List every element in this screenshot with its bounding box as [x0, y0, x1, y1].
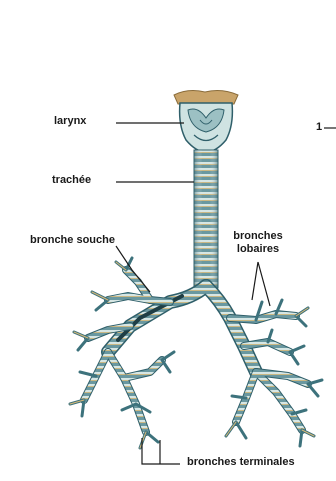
bronchial-branches [70, 258, 322, 448]
leader-lobar-bronchi [252, 262, 270, 306]
label-lobar-bronchi: bronches lobaires [228, 230, 288, 256]
label-side-number: 1 [316, 121, 322, 134]
label-larynx: larynx [54, 115, 86, 128]
label-lobar-bronchi-line1: bronches [228, 230, 288, 243]
larynx-shape [174, 91, 238, 152]
label-main-bronchus: bronche souche [30, 234, 115, 247]
leader-terminal-bronchi [142, 438, 180, 464]
leader-main-bronchus [116, 246, 150, 292]
label-lobar-bronchi-line2: lobaires [228, 243, 288, 256]
label-trachea: trachée [52, 174, 91, 187]
trachea-shape [194, 150, 218, 288]
label-terminal-bronchi: bronches terminales [187, 456, 295, 469]
